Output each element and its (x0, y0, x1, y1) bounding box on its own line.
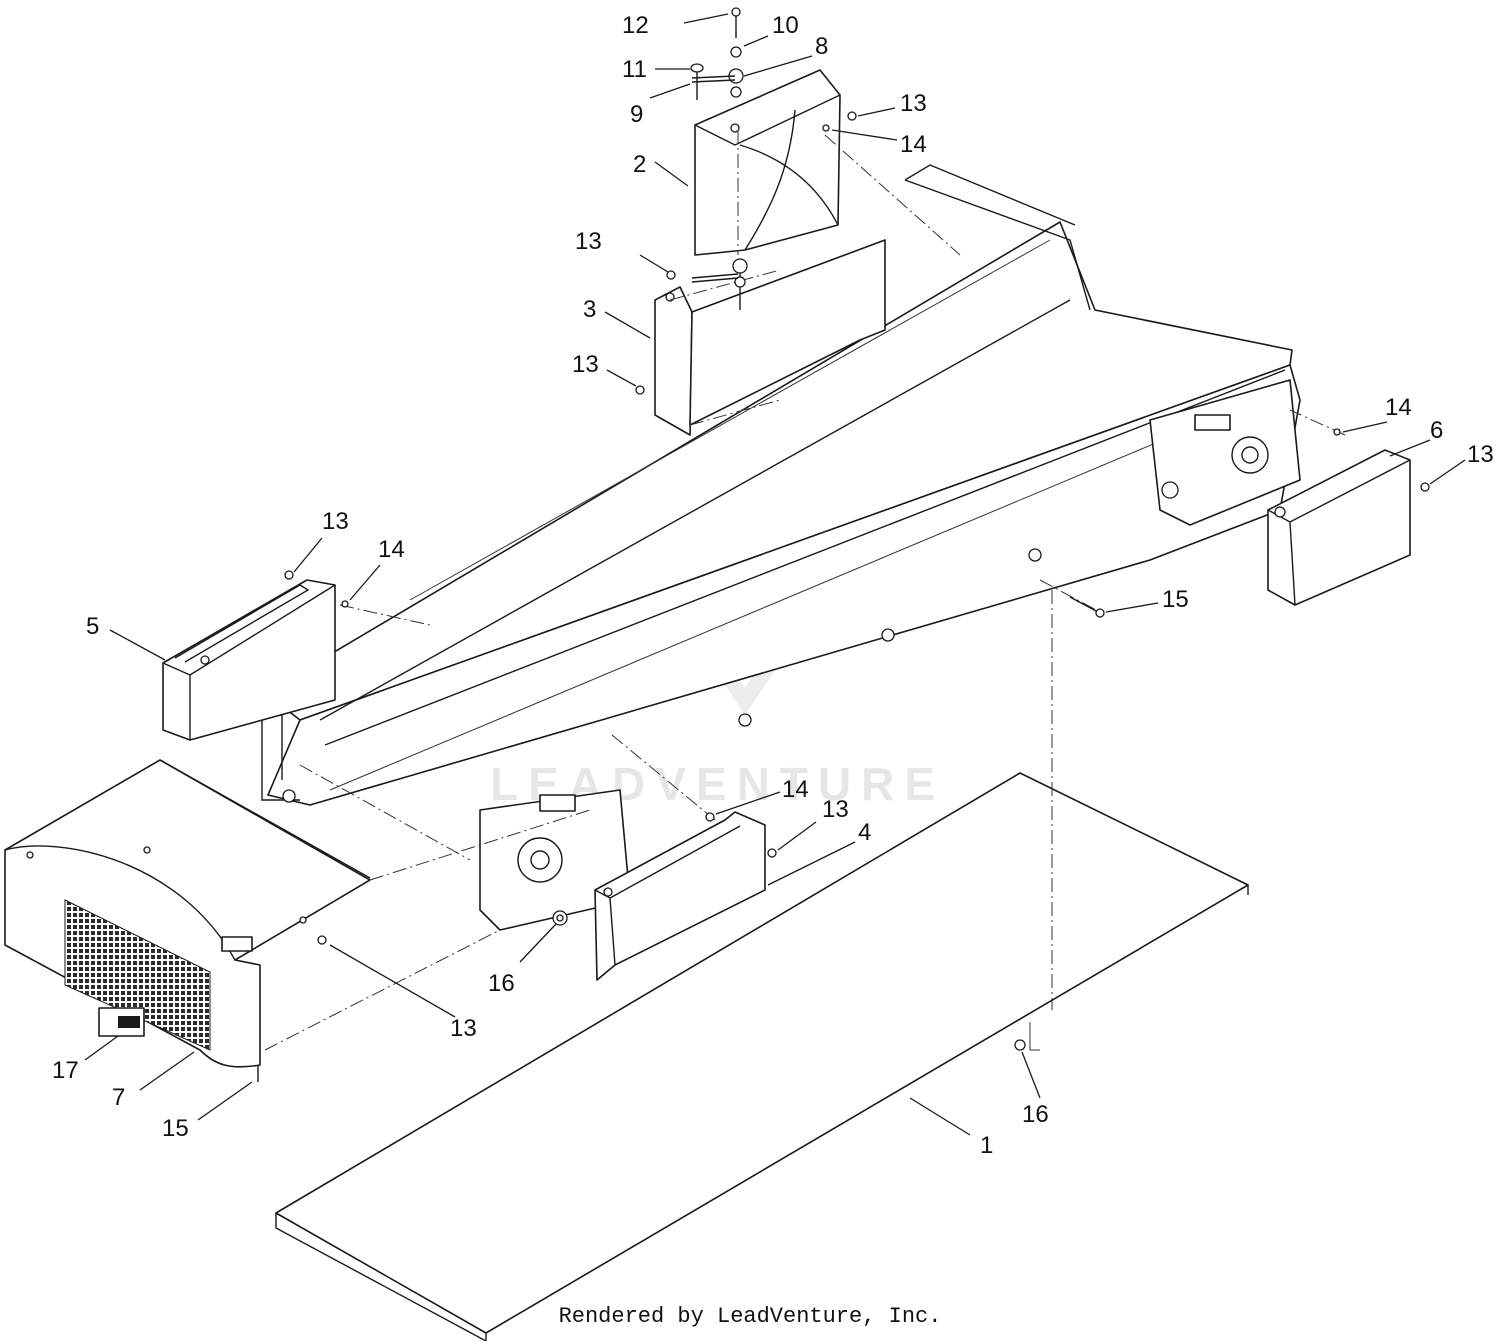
callout-5: 5 (86, 613, 99, 640)
callout-13-top-cover: 13 (900, 90, 927, 117)
render-credit: Rendered by LeadVenture, Inc. (558, 1304, 942, 1329)
callout-13-side-plate-top: 13 (575, 228, 602, 255)
conveyor-frame (261, 164, 1301, 931)
hardware (257, 7, 1430, 1082)
callout-13-side-plate-bottom: 13 (572, 351, 599, 378)
part-6-end-guard (1267, 449, 1411, 606)
callout-16-drive: 16 (488, 970, 515, 997)
callout-2: 2 (633, 151, 646, 178)
callout-13-left-guard: 13 (322, 508, 349, 535)
part-1-bottom-pan (275, 772, 1249, 1341)
callout-4: 4 (858, 819, 871, 846)
part-4-side-guard (594, 811, 766, 981)
callout-16-pan: 16 (1022, 1101, 1049, 1128)
callout-3: 3 (583, 296, 596, 323)
part-7-end-hood (4, 759, 371, 1068)
callout-17: 17 (52, 1057, 79, 1084)
callout-15-frame: 15 (1162, 586, 1189, 613)
part-5-end-guard (162, 579, 336, 741)
callout-14-side-guard: 14 (782, 776, 809, 803)
alignment-lines (264, 130, 1346, 1051)
callout-7: 7 (112, 1084, 125, 1111)
callouts: 12 10 8 11 9 13 14 2 13 3 13 14 6 13 13 … (52, 12, 1494, 1159)
callout-9: 9 (630, 101, 643, 128)
part-3-side-plate (654, 239, 886, 436)
callout-15-hood: 15 (162, 1115, 189, 1142)
callout-11: 11 (622, 56, 647, 83)
callout-1: 1 (980, 1132, 993, 1159)
leader-lines (84, 13, 1466, 1136)
callout-13-side-guard: 13 (822, 796, 849, 823)
callout-13-right-guard: 13 (1467, 441, 1494, 468)
callout-6: 6 (1430, 417, 1443, 444)
part-2-top-cover (694, 69, 841, 256)
callout-14-left-guard: 14 (378, 536, 405, 563)
callout-10: 10 (772, 12, 799, 39)
callout-14-top-cover: 14 (900, 131, 927, 158)
callout-14-right-guard: 14 (1385, 394, 1412, 421)
callout-12: 12 (622, 12, 649, 39)
callout-13-hood: 13 (450, 1015, 477, 1042)
callout-8: 8 (815, 33, 828, 60)
